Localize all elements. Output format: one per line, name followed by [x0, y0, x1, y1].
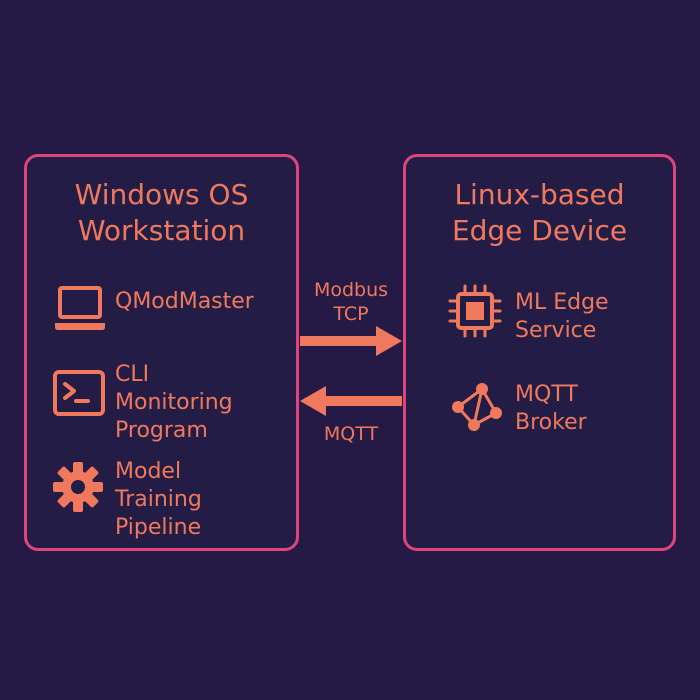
mqtt-arrow-label: MQTT — [323, 423, 379, 445]
ml-edge-service-label: ML Edge Service — [515, 290, 609, 343]
gear-icon — [53, 462, 103, 512]
cli-monitoring-label: CLI Monitoring Program — [115, 362, 233, 443]
qmodmaster-label: QModMaster — [115, 289, 254, 314]
mqtt-broker-label: MQTT Broker — [515, 382, 587, 435]
terminal-icon — [53, 370, 105, 416]
linux-edge-device-title: Linux-based Edge Device — [451, 178, 628, 247]
laptop-icon — [55, 286, 105, 330]
model-training-label: Model Training Pipeline — [115, 459, 202, 540]
chip-icon — [448, 284, 502, 338]
windows-workstation-title: Windows OS Workstation — [74, 178, 249, 247]
modbus-tcp-arrow — [300, 326, 402, 356]
mqtt-arrow — [300, 386, 402, 416]
modbus-tcp-label: Modbus TCP — [313, 279, 389, 325]
network-icon — [452, 383, 502, 431]
windows-workstation-panel: Windows OS Workstation QModMaster CLI Mo… — [24, 154, 299, 551]
linux-edge-device-panel: Linux-based Edge Device ML Edge Service — [403, 154, 676, 551]
